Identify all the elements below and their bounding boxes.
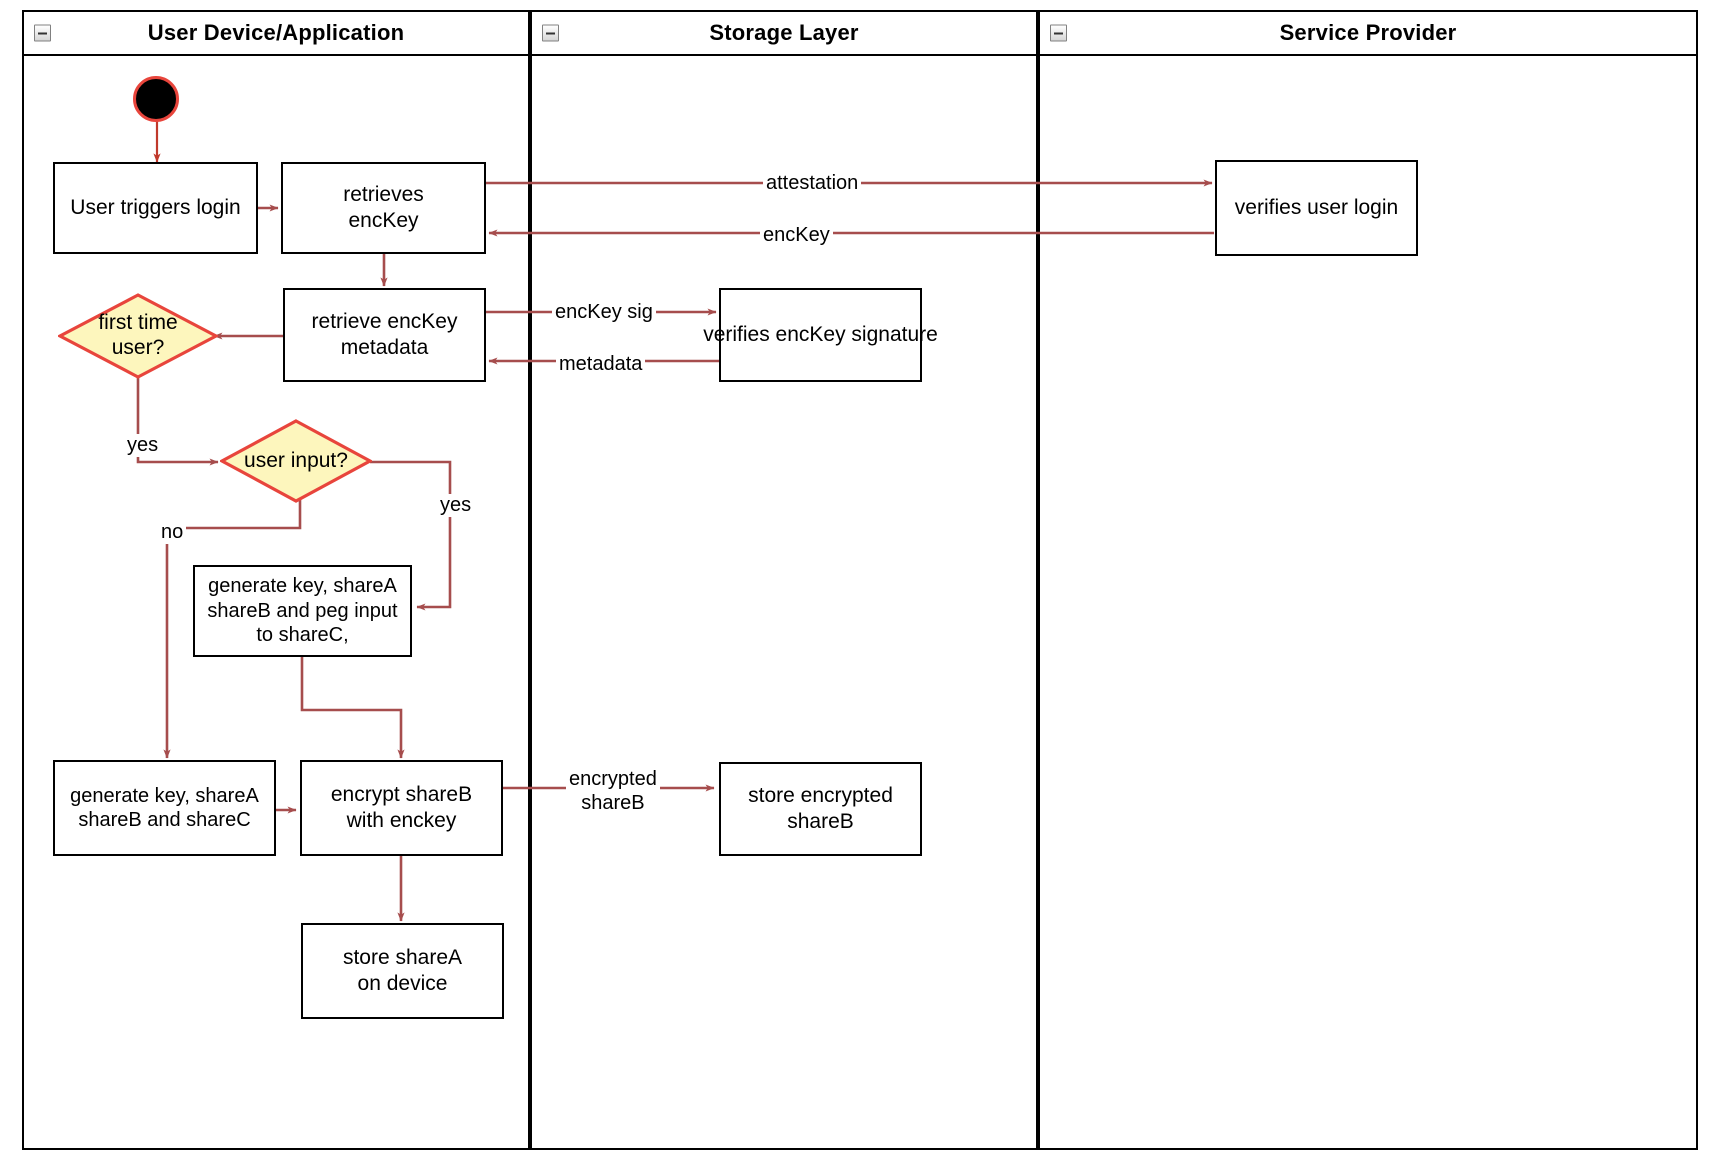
activity-label: store encrypted shareB — [744, 783, 897, 834]
activity-label-line1: retrieves — [343, 183, 424, 207]
swimlane-header-user-device[interactable]: User Device/Application — [24, 12, 528, 56]
edge-label-enckey: encKey — [760, 224, 833, 248]
activity-label: retrieve encKey metadata — [308, 309, 462, 360]
swimlane-title-storage-layer: Storage Layer — [709, 20, 859, 45]
decision-label-line2: user? — [111, 336, 165, 359]
activity-label-line1: generate key, shareA — [70, 784, 259, 807]
swimlane-storage-layer[interactable]: Storage Layer — [530, 10, 1038, 1150]
collapse-minus-icon[interactable] — [34, 24, 51, 42]
swimlane-header-storage-layer[interactable]: Storage Layer — [532, 12, 1036, 56]
collapse-minus-icon[interactable] — [542, 24, 559, 42]
activity-generate-key-peg-input[interactable]: generate key, shareA shareB and peg inpu… — [193, 565, 412, 657]
activity-encrypt-shareb[interactable]: encrypt shareB with enckey — [300, 760, 503, 856]
activity-label: encrypt shareB with enckey — [327, 782, 476, 833]
activity-label-line2: metadata — [340, 336, 429, 359]
activity-label-line1: store encrypted — [748, 784, 893, 808]
activity-label-line2: encKey — [348, 209, 419, 232]
edge-label-line1: encrypted — [569, 768, 657, 790]
edge-label-attestation: attestation — [763, 172, 862, 196]
initial-node — [133, 76, 179, 122]
activity-label-line1: encrypt shareB — [330, 783, 473, 807]
edge-label-yes-first-time-user: yes — [124, 434, 162, 458]
decision-label: first time user? — [58, 293, 218, 379]
activity-label-line1: generate key, shareA — [208, 575, 397, 598]
activity-label-line2: on device — [357, 972, 448, 995]
edge-label-line2: shareB — [581, 791, 645, 814]
activity-store-encrypted-shareb[interactable]: store encrypted shareB — [719, 762, 922, 856]
activity-label: generate key, shareA shareB and peg inpu… — [203, 574, 401, 647]
collapse-minus-icon[interactable] — [1050, 24, 1067, 42]
edge-label-enckey-sig: encKey sig — [552, 301, 656, 325]
swimlane-title-service-provider: Service Provider — [1279, 20, 1457, 45]
edge-label-encrypted-shareb: encrypted shareB — [566, 768, 660, 816]
activity-label: generate key, shareA shareB and shareC — [66, 784, 263, 833]
activity-label: User triggers login — [70, 196, 241, 220]
decision-user-input[interactable]: user input? — [220, 419, 372, 503]
activity-verifies-user-login[interactable]: verifies user login — [1215, 160, 1418, 256]
decision-first-time-user[interactable]: first time user? — [58, 293, 218, 379]
activity-label-line1: retrieve encKey — [311, 310, 458, 334]
activity-label-line2: shareB — [787, 810, 854, 833]
activity-store-sharea-on-device[interactable]: store shareA on device — [301, 923, 504, 1019]
swimlane-header-service-provider[interactable]: Service Provider — [1040, 12, 1696, 56]
activity-retrieves-enckey[interactable]: retrieves encKey — [281, 162, 486, 254]
activity-label-line2: with enckey — [346, 809, 457, 832]
decision-label-line1: first time — [98, 311, 178, 335]
activity-label: store shareA on device — [339, 945, 466, 996]
edge-label-yes-user-input: yes — [437, 494, 475, 518]
decision-label: user input? — [220, 419, 372, 503]
activity-verifies-enckey-signature[interactable]: verifies encKey signature — [703, 288, 938, 382]
activity-retrieve-enckey-metadata[interactable]: retrieve encKey metadata — [283, 288, 486, 382]
activity-generate-key-shares[interactable]: generate key, shareA shareB and shareC — [53, 760, 276, 856]
swimlane-title-user-device: User Device/Application — [147, 20, 405, 45]
activity-user-triggers-login[interactable]: User triggers login — [53, 162, 258, 254]
activity-label: verifies encKey signature — [703, 323, 938, 347]
edge-label-metadata: metadata — [556, 353, 646, 377]
activity-label: verifies user login — [1234, 196, 1399, 220]
decision-label-text: user input? — [244, 448, 348, 472]
activity-label-line3: to shareC, — [256, 624, 349, 647]
edge-label-no-user-input: no — [158, 521, 187, 545]
activity-label-line2: shareB and peg input — [207, 599, 398, 622]
activity-label-line2: shareB and shareC — [78, 809, 251, 831]
activity-label-line1: store shareA — [342, 946, 463, 970]
activity-label: retrieves encKey — [339, 182, 428, 233]
